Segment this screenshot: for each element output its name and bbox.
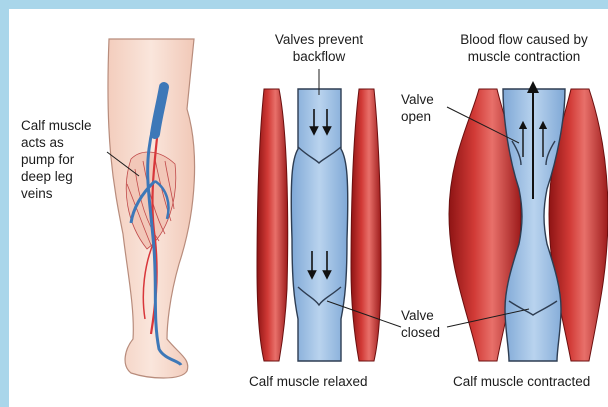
diagram-panel: Calf muscle acts as pump for deep leg ve… bbox=[9, 9, 608, 407]
leg-illustration bbox=[107, 39, 195, 378]
label-contracted: Calf muscle contracted bbox=[453, 373, 590, 390]
vein-relaxed bbox=[291, 89, 348, 361]
label-relaxed: Calf muscle relaxed bbox=[249, 373, 368, 390]
label-valve-closed: Valve closed bbox=[401, 307, 440, 341]
label-valves-prevent: Valves prevent backflow bbox=[259, 31, 379, 65]
relaxed-panel bbox=[257, 69, 381, 361]
contracted-panel bbox=[449, 87, 608, 361]
label-calf-pump: Calf muscle acts as pump for deep leg ve… bbox=[21, 117, 92, 202]
label-valve-open: Valve open bbox=[401, 91, 434, 125]
diagram-artwork bbox=[9, 9, 608, 407]
muscle-relaxed-left bbox=[257, 89, 288, 361]
label-blood-flow: Blood flow caused by muscle contraction bbox=[439, 31, 608, 65]
muscle-relaxed-right bbox=[351, 89, 381, 361]
